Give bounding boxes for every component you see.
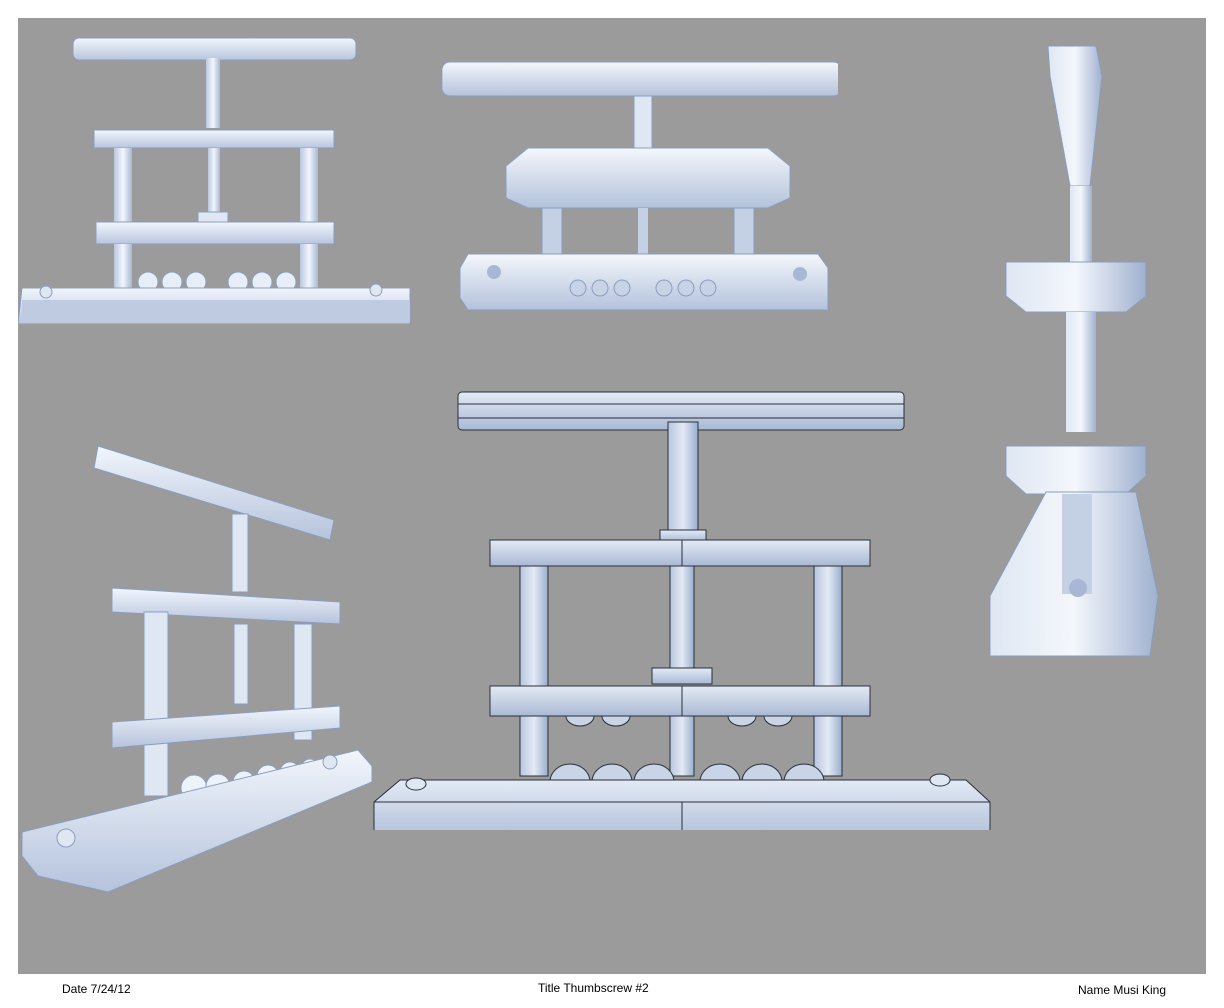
wireframe-front-view [370,390,994,830]
front-top-view [18,34,418,324]
top-perspective-view [438,58,838,318]
date-label: Date 7/24/12 [62,982,131,996]
side-view [986,36,1166,676]
name-label: Name Musi King [1078,983,1167,997]
title-label: Title Thumbscrew #2 [538,981,649,995]
render-canvas [18,18,1206,974]
angled-perspective-view [18,436,378,896]
